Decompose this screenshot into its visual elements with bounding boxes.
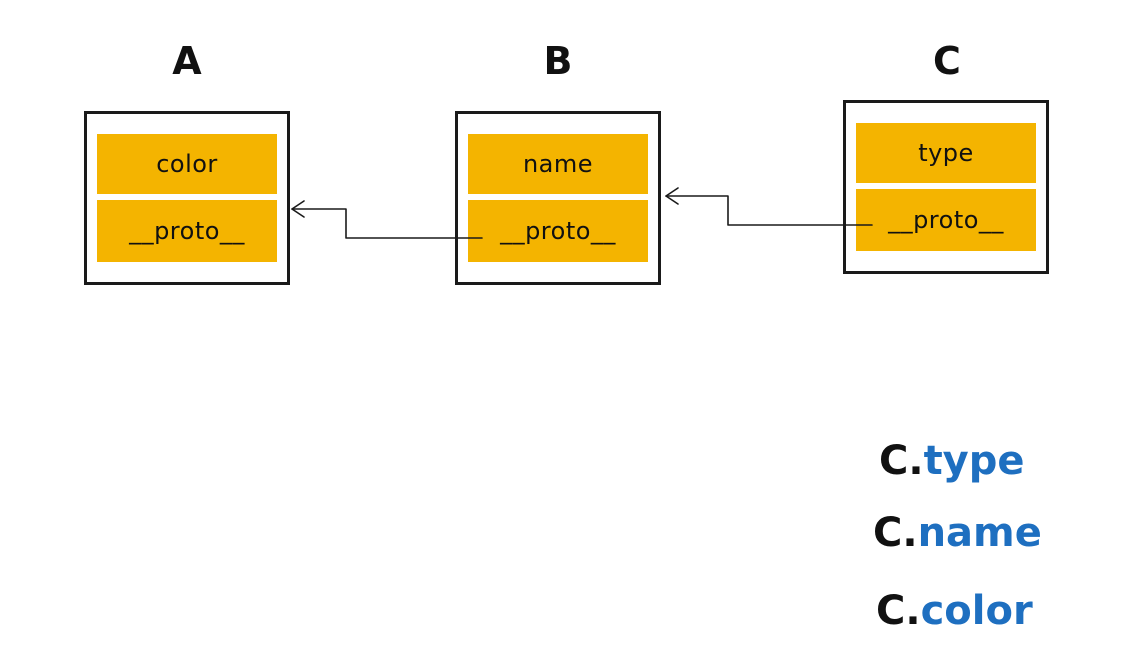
node-a-title: A bbox=[172, 39, 202, 83]
expression-object: C. bbox=[879, 438, 924, 484]
node-c-field-type: type bbox=[856, 123, 1036, 183]
node-a-box: color __proto__ bbox=[84, 111, 290, 285]
expression-property: color bbox=[920, 588, 1033, 634]
node-b-field-proto: __proto__ bbox=[468, 200, 648, 262]
expression-c-color: C.color bbox=[876, 591, 1033, 631]
arrowhead-a bbox=[291, 200, 305, 218]
node-c-field-proto: __proto__ bbox=[856, 189, 1036, 251]
link-b-to-a bbox=[291, 208, 483, 239]
node-b-title: B bbox=[543, 39, 573, 83]
expression-property: type bbox=[923, 438, 1025, 484]
expression-c-type: C.type bbox=[879, 441, 1025, 481]
node-a-field-color: color bbox=[97, 134, 277, 194]
node-b-box: name __proto__ bbox=[455, 111, 661, 285]
expression-object: C. bbox=[873, 510, 918, 556]
node-b-field-name: name bbox=[468, 134, 648, 194]
expression-c-name: C.name bbox=[873, 513, 1042, 553]
expression-object: C. bbox=[876, 588, 921, 634]
node-c-box: type __proto__ bbox=[843, 100, 1049, 274]
node-a-field-proto: __proto__ bbox=[97, 200, 277, 262]
arrowhead-b bbox=[665, 187, 679, 205]
link-c-to-b bbox=[665, 195, 873, 226]
expression-property: name bbox=[917, 510, 1042, 556]
node-c-title: C bbox=[933, 39, 961, 83]
